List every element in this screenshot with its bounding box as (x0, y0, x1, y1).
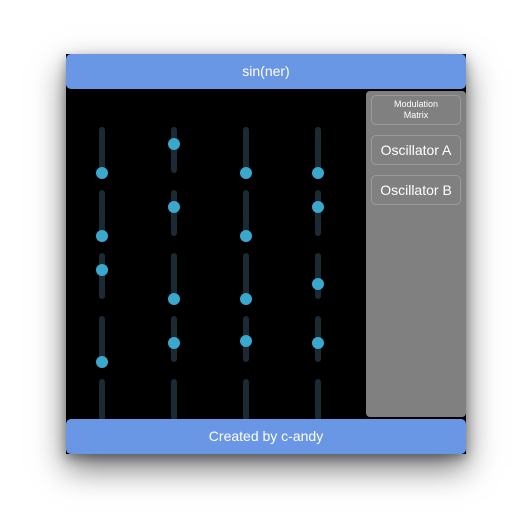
slider-track[interactable] (171, 379, 177, 419)
vertical-slider[interactable] (167, 379, 181, 419)
oscillator-a-label: Oscillator A (380, 142, 452, 158)
modulation-matrix-button[interactable]: Modulation Matrix (371, 95, 461, 125)
vertical-slider[interactable] (95, 253, 109, 299)
slider-thumb[interactable] (240, 293, 252, 305)
modulation-matrix-label: Modulation Matrix (393, 99, 439, 120)
slider-track[interactable] (171, 127, 177, 173)
vertical-slider[interactable] (311, 379, 325, 419)
vertical-slider[interactable] (239, 127, 253, 179)
oscillator-b-button[interactable]: Oscillator B (371, 175, 461, 205)
slider-thumb[interactable] (96, 263, 108, 276)
vertical-slider[interactable] (311, 127, 325, 179)
slider-thumb[interactable] (96, 230, 108, 242)
vertical-slider[interactable] (239, 316, 253, 362)
slider-thumb[interactable] (312, 337, 324, 350)
side-panel: Modulation Matrix Oscillator A Oscillato… (366, 91, 466, 417)
vertical-slider[interactable] (239, 190, 253, 242)
slider-track[interactable] (315, 379, 321, 419)
slider-thumb[interactable] (96, 167, 108, 179)
slider-track[interactable] (243, 379, 249, 419)
vertical-slider[interactable] (311, 253, 325, 299)
slider-thumb[interactable] (312, 200, 324, 213)
slider-track[interactable] (99, 127, 105, 173)
vertical-slider[interactable] (167, 253, 181, 305)
slider-thumb[interactable] (240, 230, 252, 242)
slider-thumb[interactable] (312, 167, 324, 179)
vertical-slider[interactable] (95, 127, 109, 179)
footer-bar: Created by c-andy (66, 419, 466, 454)
slider-track[interactable] (171, 190, 177, 236)
slider-track[interactable] (99, 379, 105, 419)
slider-track[interactable] (243, 190, 249, 236)
slider-thumb[interactable] (96, 356, 108, 368)
vertical-slider[interactable] (167, 316, 181, 362)
slider-thumb[interactable] (168, 337, 180, 350)
slider-thumb[interactable] (168, 293, 180, 305)
app-title: sin(ner) (242, 63, 290, 79)
slider-thumb[interactable] (168, 137, 180, 150)
vertical-slider[interactable] (95, 190, 109, 242)
vertical-slider[interactable] (311, 316, 325, 362)
slider-thumb[interactable] (240, 167, 252, 179)
footer-credit: Created by c-andy (208, 428, 324, 444)
oscillator-a-button[interactable]: Oscillator A (371, 135, 461, 165)
vertical-slider[interactable] (167, 190, 181, 236)
slider-track[interactable] (315, 190, 321, 236)
slider-track[interactable] (315, 253, 321, 299)
slider-track[interactable] (315, 127, 321, 173)
slider-track[interactable] (243, 253, 249, 299)
slider-thumb[interactable] (312, 278, 324, 291)
vertical-slider[interactable] (95, 316, 109, 368)
slider-track[interactable] (171, 253, 177, 299)
oscillator-b-label: Oscillator B (380, 182, 452, 198)
slider-grid (66, 89, 366, 419)
vertical-slider[interactable] (239, 253, 253, 305)
vertical-slider[interactable] (167, 127, 181, 173)
slider-track[interactable] (99, 190, 105, 236)
slider-track[interactable] (99, 253, 105, 299)
slider-track[interactable] (99, 316, 105, 362)
title-bar: sin(ner) (66, 54, 466, 89)
slider-thumb[interactable] (240, 335, 252, 347)
vertical-slider[interactable] (239, 379, 253, 419)
vertical-slider[interactable] (95, 379, 109, 419)
slider-thumb[interactable] (168, 200, 180, 213)
app-window: sin(ner) Modulation Matrix Oscillator A … (66, 54, 466, 454)
slider-track[interactable] (243, 127, 249, 173)
vertical-slider[interactable] (311, 190, 325, 236)
